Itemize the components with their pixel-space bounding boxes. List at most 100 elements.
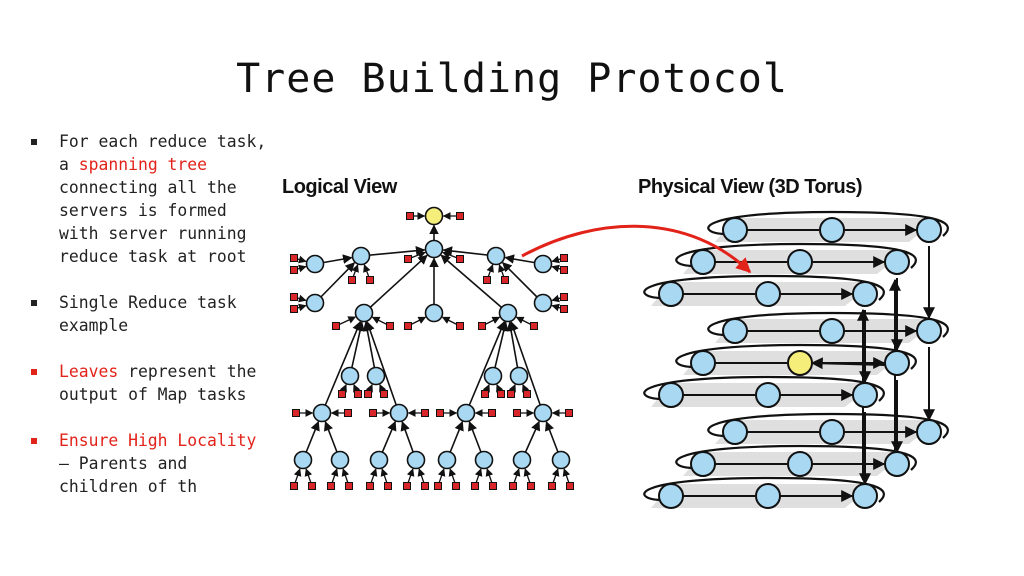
leaf-node	[548, 482, 556, 490]
leaf-node	[348, 276, 356, 284]
leaf-node	[421, 482, 429, 490]
server-node	[389, 403, 409, 423]
leaf-node	[513, 409, 521, 417]
logical-view-tree	[290, 206, 574, 490]
leaf-node	[509, 482, 517, 490]
tree-edge	[321, 320, 362, 414]
leaf-node	[565, 409, 573, 417]
torus-wrap-link	[675, 343, 917, 370]
leaf-node	[471, 482, 479, 490]
leaf-node	[421, 409, 429, 417]
bullet-marker	[31, 139, 37, 145]
torus-server-node	[916, 217, 942, 243]
torus-server-node	[755, 281, 781, 307]
leaf-node	[364, 390, 372, 398]
torus-server-node	[916, 318, 942, 344]
server-node	[456, 403, 476, 423]
server-node	[486, 246, 506, 266]
leaf-node	[452, 482, 460, 490]
torus-server-node	[852, 281, 878, 307]
leaf-node	[478, 322, 486, 330]
leaf-node	[345, 482, 353, 490]
leaf-node	[344, 409, 352, 417]
bullet-marker	[31, 300, 37, 306]
bullet-text: Leaves represent the output of Map tasks	[59, 362, 257, 404]
torus-server-node	[884, 451, 910, 477]
server-node	[424, 303, 444, 323]
torus-root-node	[787, 350, 813, 376]
leaf-node	[560, 305, 568, 313]
torus-server-node	[690, 249, 716, 275]
torus-server-node	[722, 419, 748, 445]
bullet-text: Single Reduce task example	[59, 293, 237, 335]
leaf-node	[560, 266, 568, 274]
tree-edge	[314, 262, 356, 304]
tree-edge	[465, 320, 506, 414]
server-node	[533, 293, 553, 313]
bullet-marker	[31, 438, 37, 444]
torus-server-node	[755, 483, 781, 509]
leaf-node	[436, 409, 444, 417]
torus-server-node	[690, 350, 716, 376]
leaf-node	[406, 212, 414, 220]
torus-link-to-root	[810, 357, 886, 370]
leaf-node	[290, 254, 298, 262]
server-node	[354, 303, 374, 323]
torus-wrap-link	[675, 444, 917, 471]
leaf-node	[523, 390, 531, 398]
leaf-node	[369, 409, 377, 417]
server-node	[369, 450, 389, 470]
server-node	[351, 246, 371, 266]
torus-server-node	[722, 318, 748, 344]
leaf-node	[308, 482, 316, 490]
torus-wrap-link	[643, 476, 885, 503]
server-node	[424, 239, 444, 259]
server-node	[533, 254, 553, 274]
leaf-node	[290, 305, 298, 313]
torus-wrap-link	[707, 412, 949, 439]
leaf-node	[384, 482, 392, 490]
torus-server-node	[787, 451, 813, 477]
physical-view-torus	[643, 210, 949, 509]
torus-server-node	[819, 217, 845, 243]
torus-wrap-link	[675, 242, 917, 269]
bullet-list: For each reduce task, a spanning tree co…	[28, 130, 268, 521]
mapping-arrow	[521, 224, 752, 274]
leaf-node	[456, 255, 464, 263]
bullet-marker	[31, 369, 37, 375]
leaf-node	[380, 390, 388, 398]
leaf-node	[366, 482, 374, 490]
leaf-node	[527, 482, 535, 490]
server-node	[406, 450, 426, 470]
tree-edge	[440, 254, 509, 314]
leaf-node	[386, 322, 394, 330]
logical-view-label: Logical View	[282, 176, 397, 198]
torus-server-node	[916, 419, 942, 445]
torus-server-node	[658, 382, 684, 408]
torus-wrap-link	[707, 311, 949, 338]
server-node	[551, 450, 571, 470]
torus-server-node	[690, 451, 716, 477]
slide-title: Tree Building Protocol	[236, 56, 788, 102]
leaf-node	[292, 409, 300, 417]
torus-server-node	[658, 281, 684, 307]
server-node	[340, 366, 360, 386]
leaf-node	[507, 390, 515, 398]
torus-server-node	[819, 318, 845, 344]
server-node	[512, 450, 532, 470]
server-node	[312, 403, 332, 423]
torus-wrap-link	[643, 375, 885, 402]
leaf-node	[332, 322, 340, 330]
server-node	[293, 450, 313, 470]
server-node	[509, 366, 529, 386]
server-node	[305, 254, 325, 274]
leaf-node	[501, 276, 509, 284]
leaf-node	[560, 293, 568, 301]
bullet-item-spanning-tree: For each reduce task, a spanning tree co…	[28, 130, 268, 268]
leaf-node	[290, 293, 298, 301]
server-node	[366, 366, 386, 386]
server-node	[305, 293, 325, 313]
bullet-text: For each reduce task, a spanning tree co…	[59, 132, 267, 266]
server-node	[498, 303, 518, 323]
